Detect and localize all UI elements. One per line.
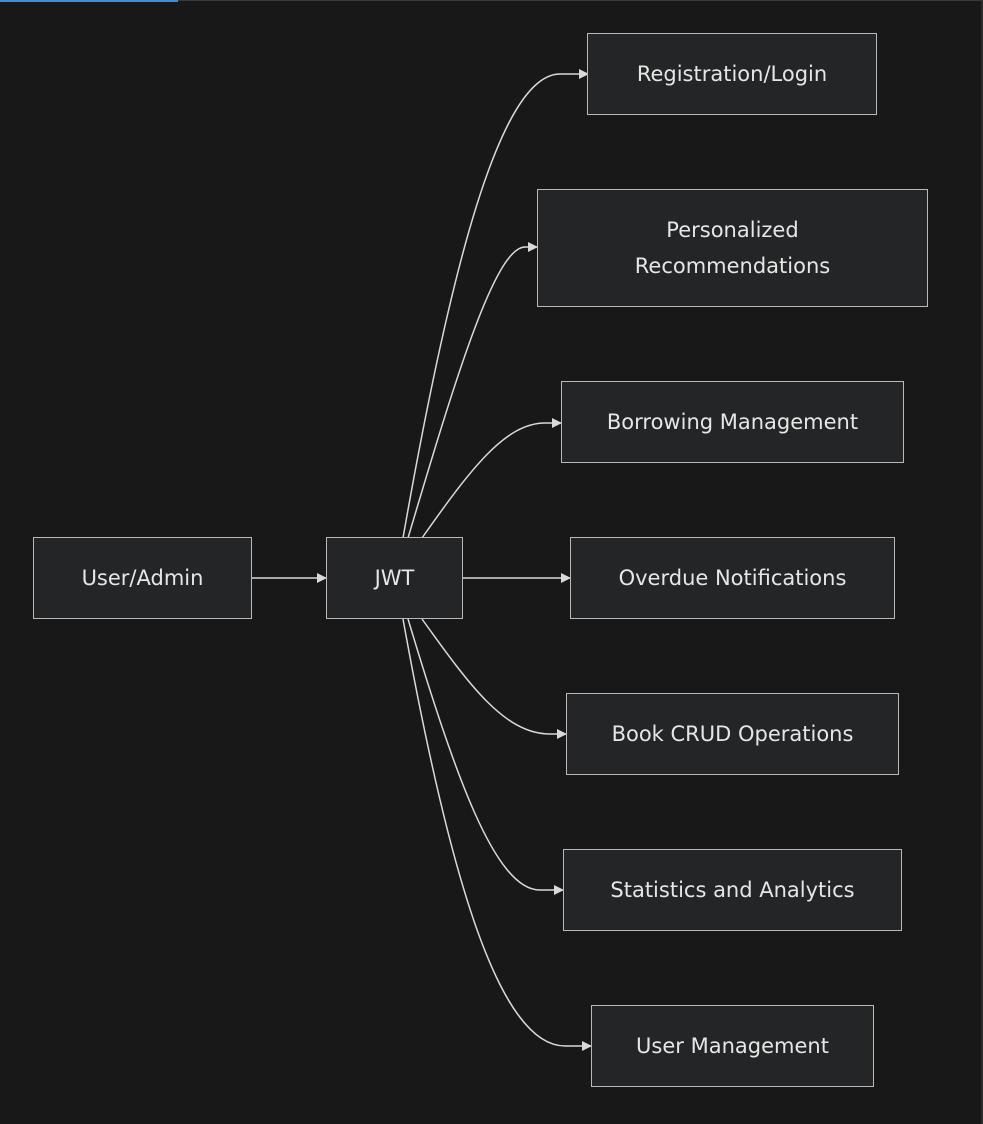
node-user-admin-label: User/Admin bbox=[81, 566, 204, 590]
top-divider bbox=[0, 0, 983, 1]
edge-jwt-to-statistics-analytics bbox=[407, 618, 564, 895]
node-user-admin: User/Admin bbox=[33, 537, 252, 619]
active-tab-indicator bbox=[0, 0, 178, 2]
node-overdue-notifications-label: Overdue Notifications bbox=[618, 566, 847, 590]
node-book-crud-operations-label: Book CRUD Operations bbox=[611, 722, 854, 746]
node-registration-login: Registration/Login bbox=[587, 33, 877, 115]
node-borrowing-management: Borrowing Management bbox=[561, 381, 904, 463]
edge-jwt-to-user-management bbox=[402, 618, 592, 1051]
node-statistics-and-analytics-label: Statistics and Analytics bbox=[610, 878, 855, 902]
node-user-management: User Management bbox=[591, 1005, 874, 1087]
node-user-management-label: User Management bbox=[636, 1034, 829, 1058]
node-book-crud-operations: Book CRUD Operations bbox=[566, 693, 899, 775]
node-statistics-and-analytics: Statistics and Analytics bbox=[563, 849, 902, 931]
edge-jwt-to-personalized-recommendations bbox=[407, 242, 538, 539]
node-registration-login-label: Registration/Login bbox=[636, 62, 828, 86]
edge-jwt-to-borrowing-management bbox=[421, 418, 562, 539]
node-personalized-recommendations-label: Personalized Recommendations bbox=[634, 218, 831, 278]
edge-jwt-to-book-crud bbox=[421, 618, 567, 739]
edge-jwt-to-registration-login bbox=[402, 69, 589, 539]
node-jwt-label: JWT bbox=[374, 566, 415, 590]
right-edge-divider bbox=[981, 0, 983, 1124]
node-jwt: JWT bbox=[326, 537, 463, 619]
node-borrowing-management-label: Borrowing Management bbox=[606, 410, 859, 434]
node-overdue-notifications: Overdue Notifications bbox=[570, 537, 895, 619]
node-personalized-recommendations: Personalized Recommendations bbox=[537, 189, 928, 307]
